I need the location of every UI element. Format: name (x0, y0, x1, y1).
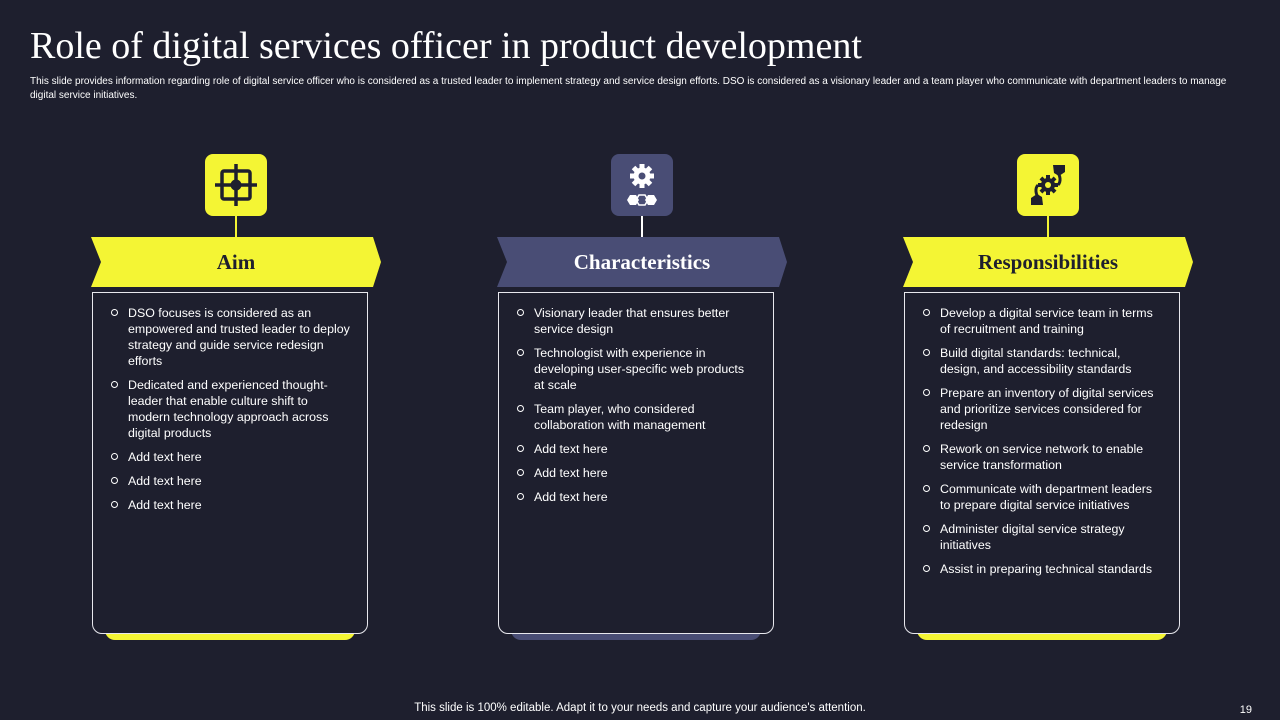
slide-title: Role of digital services officer in prod… (30, 25, 862, 67)
aim-heading: Aim (216, 249, 256, 274)
list-item: Add text here (109, 473, 351, 489)
responsibilities-column: Responsibilities Develop a digital servi… (903, 154, 1193, 644)
list-item: Team player, who considered collaboratio… (515, 401, 757, 433)
bullet-circle-icon (923, 389, 930, 396)
characteristics-list: Visionary leader that ensures better ser… (515, 305, 757, 505)
bullet-circle-icon (111, 501, 118, 508)
bullet-circle-icon (517, 469, 524, 476)
footer-note: This slide is 100% editable. Adapt it to… (414, 702, 866, 714)
page-number: 19 (1239, 704, 1252, 716)
list-item-text: Add text here (534, 466, 608, 480)
responsibilities-banner: Responsibilities (903, 237, 1193, 287)
list-item-text: Assist in preparing technical standards (940, 562, 1153, 576)
bullet-circle-icon (517, 445, 524, 452)
list-item-text: Team player, who considered collaboratio… (534, 402, 706, 432)
list-item: DSO focuses is considered as an empowere… (109, 305, 351, 369)
responsibilities-connector (1047, 216, 1049, 237)
list-item-text: Rework on service network to enable serv… (940, 442, 1144, 472)
responsibilities-card: Develop a digital service team in terms … (904, 292, 1180, 634)
responsibilities-list: Develop a digital service team in terms … (921, 305, 1163, 577)
list-item: Add text here (109, 449, 351, 465)
slide-subtitle: This slide provides information regardin… (30, 76, 1227, 101)
aim-card: DSO focuses is considered as an empowere… (92, 292, 368, 634)
list-item-text: Administer digital service strategy init… (940, 522, 1125, 552)
aim-list: DSO focuses is considered as an empowere… (109, 305, 351, 513)
bullet-circle-icon (111, 309, 118, 316)
hands-gear-icon (1031, 165, 1065, 205)
list-item: Rework on service network to enable serv… (921, 441, 1163, 473)
bullet-circle-icon (517, 309, 524, 316)
characteristics-banner: Characteristics (497, 237, 787, 287)
bullet-circle-icon (517, 493, 524, 500)
list-item: Add text here (515, 441, 757, 457)
list-item-text: Add text here (128, 450, 202, 464)
bullet-circle-icon (111, 381, 118, 388)
gear-network-icon (627, 164, 657, 206)
aim-connector (235, 216, 237, 237)
characteristics-column: Characteristics Visionary leader that en… (497, 154, 787, 644)
list-item: Develop a digital service team in terms … (921, 305, 1163, 337)
list-item: Add text here (515, 489, 757, 505)
bullet-circle-icon (923, 309, 930, 316)
bullet-circle-icon (923, 565, 930, 572)
bullet-circle-icon (111, 453, 118, 460)
list-item: Visionary leader that ensures better ser… (515, 305, 757, 337)
list-item-text: Add text here (128, 498, 202, 512)
bullet-circle-icon (923, 525, 930, 532)
list-item-text: Technologist with experience in developi… (534, 346, 745, 392)
responsibilities-icon-tile (1017, 154, 1079, 216)
bullet-circle-icon (923, 349, 930, 356)
list-item: Dedicated and experienced thought-leader… (109, 377, 351, 441)
list-item-text: Dedicated and experienced thought-leader… (128, 378, 329, 440)
characteristics-icon-tile (611, 154, 673, 216)
bullet-circle-icon (517, 349, 524, 356)
bullet-circle-icon (517, 405, 524, 412)
responsibilities-heading: Responsibilities (977, 249, 1119, 274)
characteristics-connector (641, 216, 643, 237)
aim-banner: Aim (91, 237, 381, 287)
list-item-text: Add text here (128, 474, 202, 488)
list-item-text: DSO focuses is considered as an empowere… (128, 306, 350, 368)
list-item: Add text here (109, 497, 351, 513)
list-item-text: Add text here (534, 490, 608, 504)
characteristics-heading: Characteristics (573, 249, 711, 274)
target-crosshair-icon (215, 164, 257, 206)
list-item: Assist in preparing technical standards (921, 561, 1163, 577)
list-item: Communicate with department leaders to p… (921, 481, 1163, 513)
bullet-circle-icon (923, 445, 930, 452)
list-item-text: Communicate with department leaders to p… (940, 482, 1153, 512)
list-item-text: Visionary leader that ensures better ser… (534, 306, 730, 336)
list-item-text: Build digital standards: technical, desi… (940, 346, 1132, 376)
bullet-circle-icon (923, 485, 930, 492)
aim-column: Aim DSO focuses is considered as an empo… (91, 154, 381, 644)
bullet-circle-icon (111, 477, 118, 484)
list-item: Build digital standards: technical, desi… (921, 345, 1163, 377)
list-item: Administer digital service strategy init… (921, 521, 1163, 553)
list-item: Technologist with experience in developi… (515, 345, 757, 393)
aim-icon-tile (205, 154, 267, 216)
list-item: Prepare an inventory of digital services… (921, 385, 1163, 433)
list-item-text: Develop a digital service team in terms … (940, 306, 1153, 336)
list-item-text: Prepare an inventory of digital services… (940, 386, 1154, 432)
characteristics-card: Visionary leader that ensures better ser… (498, 292, 774, 634)
list-item: Add text here (515, 465, 757, 481)
list-item-text: Add text here (534, 442, 608, 456)
